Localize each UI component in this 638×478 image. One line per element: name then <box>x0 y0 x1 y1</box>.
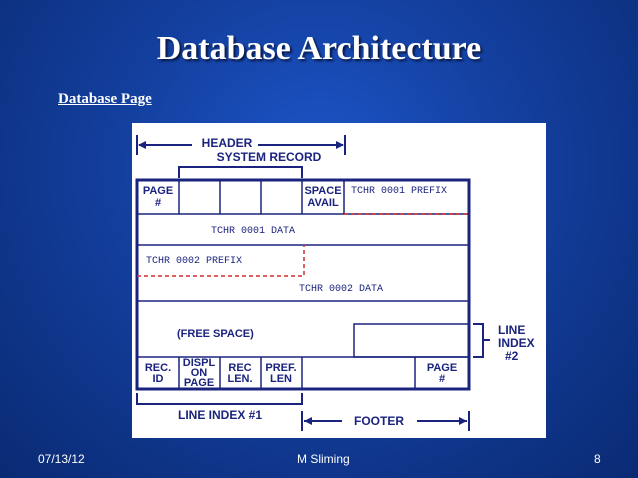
system-record-bracket <box>178 166 303 178</box>
footer-date: 07/13/12 <box>38 452 85 466</box>
pref-len-label: PREF. <box>265 362 296 374</box>
database-page-diagram: HEADER SYSTEM RECORD PAGE # SPACE AVAIL … <box>132 123 546 438</box>
page-box <box>135 178 471 391</box>
svg-text:LEN.: LEN. <box>227 373 252 385</box>
displ-on-page-label: DISPL <box>183 357 216 369</box>
space-avail-label: SPACE <box>304 185 341 197</box>
svg-text:INDEX: INDEX <box>498 336 535 350</box>
slide-number: 8 <box>594 452 601 466</box>
svg-text:#2: #2 <box>505 349 519 363</box>
svg-text:#: # <box>155 197 161 209</box>
line-index-1-bracket <box>136 393 303 405</box>
tchr-0002-data: TCHR 0002 DATA <box>299 284 383 295</box>
line-index-1-label: LINE INDEX #1 <box>178 408 262 422</box>
header-arrowhead-left <box>138 141 146 149</box>
line-index-2-box <box>353 323 470 358</box>
page-number-footer-label: PAGE <box>427 362 457 374</box>
footer-label: FOOTER <box>354 414 404 428</box>
svg-text:PAGE: PAGE <box>184 377 214 389</box>
slide-subtitle: Database Page <box>58 91 152 107</box>
rec-len-label: REC <box>228 362 251 374</box>
header-arrowhead-right <box>336 141 344 149</box>
slide-title: Database Architecture <box>156 30 482 67</box>
page-number-label: PAGE <box>143 185 173 197</box>
free-space-label: (FREE SPACE) <box>177 328 254 340</box>
rec-id-label: REC. <box>145 362 171 374</box>
line-index-2-label: LINE <box>498 323 525 337</box>
tchr-0001-data: TCHR 0001 DATA <box>211 226 295 237</box>
svg-text:LEN: LEN <box>270 373 292 385</box>
svg-text:#: # <box>439 373 445 385</box>
tchr-0001-prefix: TCHR 0001 PREFIX <box>351 186 447 197</box>
footer-author: M Sliming <box>297 452 350 466</box>
svg-text:ON: ON <box>191 367 208 379</box>
diagram-svg: HEADER SYSTEM RECORD PAGE # SPACE AVAIL … <box>135 135 535 431</box>
system-record-label: SYSTEM RECORD <box>217 150 322 164</box>
svg-text:AVAIL: AVAIL <box>307 197 339 209</box>
tchr-0002-prefix: TCHR 0002 PREFIX <box>146 256 242 267</box>
line-index-2-bracket <box>473 323 484 358</box>
header-label: HEADER <box>202 136 253 150</box>
svg-text:ID: ID <box>153 373 164 385</box>
